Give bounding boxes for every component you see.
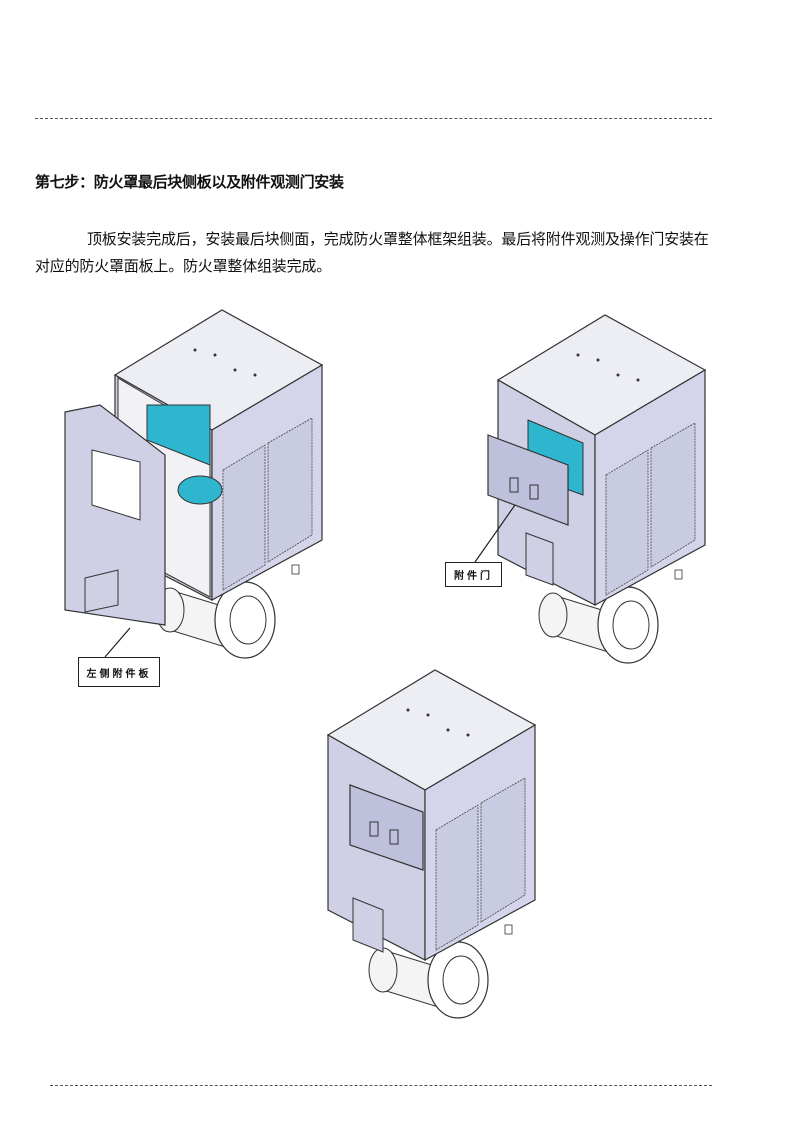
section-title: 第七步：防火罩最后块侧板以及附件观测门安装 [35,173,344,191]
section-paragraph: 顶板安装完成后，安装最后块侧面，完成防火罩整体框架组装。最后将附件观测及操作门安… [35,230,709,275]
figure-completed-box [327,669,536,1019]
label-accessory-door: 附件门 [445,562,502,587]
left-side-panel [64,404,166,658]
top-divider [35,118,712,119]
door-pointer [474,504,516,563]
bottom-divider [50,1085,712,1086]
label-left-side-panel: 左侧附件板 [78,657,160,687]
figure-door-box [487,314,706,664]
